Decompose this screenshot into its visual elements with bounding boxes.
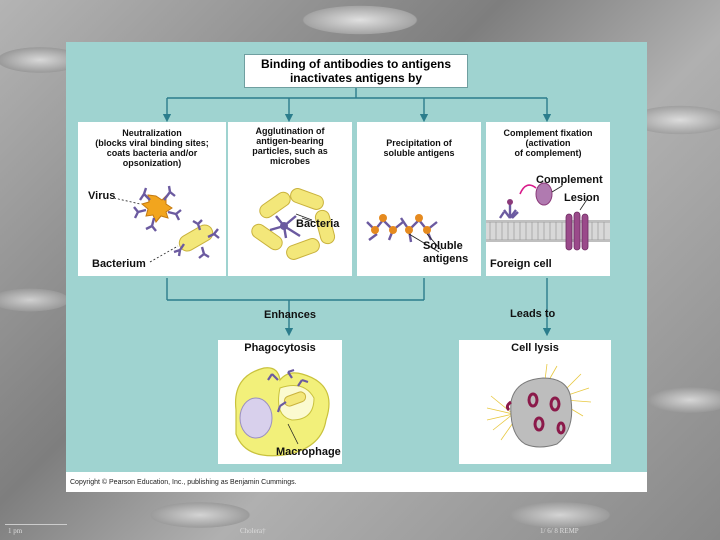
complement-box: Complement fixation (activation of compl…: [486, 122, 610, 276]
virus-label: Virus: [88, 190, 116, 202]
diagram-title: Binding of antibodies to antigens inacti…: [244, 54, 468, 88]
complement-illustration: [486, 182, 610, 251]
caption-line: opsonization): [122, 158, 182, 168]
precipitation-illustration: [366, 214, 442, 253]
caption-line: of complement): [514, 148, 582, 158]
caption-line: (activation: [525, 138, 571, 148]
caption-line: Complement fixation: [503, 128, 593, 138]
virus-icon: [140, 194, 173, 223]
bacterium-label: Bacterium: [92, 258, 146, 270]
caption-line: microbes: [269, 156, 311, 166]
diagram-panel: Binding of antibodies to antigens inacti…: [66, 42, 647, 486]
agglutination-box: Agglutination of antigen-bearing particl…: [228, 122, 352, 276]
connector-lines: [162, 88, 552, 337]
bacterium-icon: [178, 224, 214, 252]
caption-line: particles, such as: [252, 146, 328, 156]
complement-label: Complement: [536, 174, 603, 186]
agglutination-caption: Agglutination of antigen-bearing particl…: [228, 126, 352, 166]
lysed-cell-illustration: [486, 363, 592, 448]
enhances-label: Enhances: [264, 309, 316, 321]
macrophage-label: Macrophage: [276, 446, 341, 458]
copyright-text: Copyright © Pearson Education, Inc., pub…: [70, 479, 297, 486]
soluble-label: Soluble: [423, 240, 463, 252]
caption-line: Neutralization: [122, 128, 182, 138]
footer-center: Cholera†: [240, 527, 266, 535]
footer-left: 1 pm: [8, 527, 23, 535]
caption-line: Precipitation of: [386, 138, 452, 148]
footer-rule: [5, 524, 67, 525]
caption-line: Agglutination of: [255, 126, 325, 136]
cell-lysis-title: Cell lysis: [511, 342, 559, 354]
macrophage-illustration: [234, 367, 330, 457]
neutralization-illustration: [113, 185, 220, 263]
phagocytosis-box: Phagocytosis Macrophage: [218, 340, 342, 464]
complement-caption: Complement fixation (activation of compl…: [486, 128, 610, 158]
slide: Binding of antibodies to antigens inacti…: [66, 42, 647, 492]
leads-to-label: Leads to: [510, 308, 556, 320]
precipitation-box: Precipitation of soluble antigens: [357, 122, 481, 276]
antigens-label: antigens: [423, 253, 469, 265]
footer-right: 1/ 6/ 8 REMP: [540, 527, 579, 535]
bacteria-label: Bacteria: [296, 218, 340, 230]
caption-line: (blocks viral binding sites;: [95, 138, 209, 148]
caption-line: coats bacteria and/or: [106, 148, 198, 158]
foreign-cell-label: Foreign cell: [490, 258, 552, 270]
caption-line: antigen-bearing: [256, 136, 324, 146]
neutralization-caption: Neutralization (blocks viral binding sit…: [78, 128, 226, 168]
lesion-label: Lesion: [564, 192, 600, 204]
agglutination-illustration: [251, 188, 336, 260]
diagram-title-text: Binding of antibodies to antigens inacti…: [261, 57, 451, 85]
cell-lysis-box: Cell lysis: [459, 340, 611, 464]
precipitation-caption: Precipitation of soluble antigens: [357, 138, 481, 158]
neutralization-box: Neutralization (blocks viral binding sit…: [78, 122, 226, 276]
caption-line: soluble antigens: [383, 148, 455, 158]
phagocytosis-title: Phagocytosis: [244, 342, 316, 354]
